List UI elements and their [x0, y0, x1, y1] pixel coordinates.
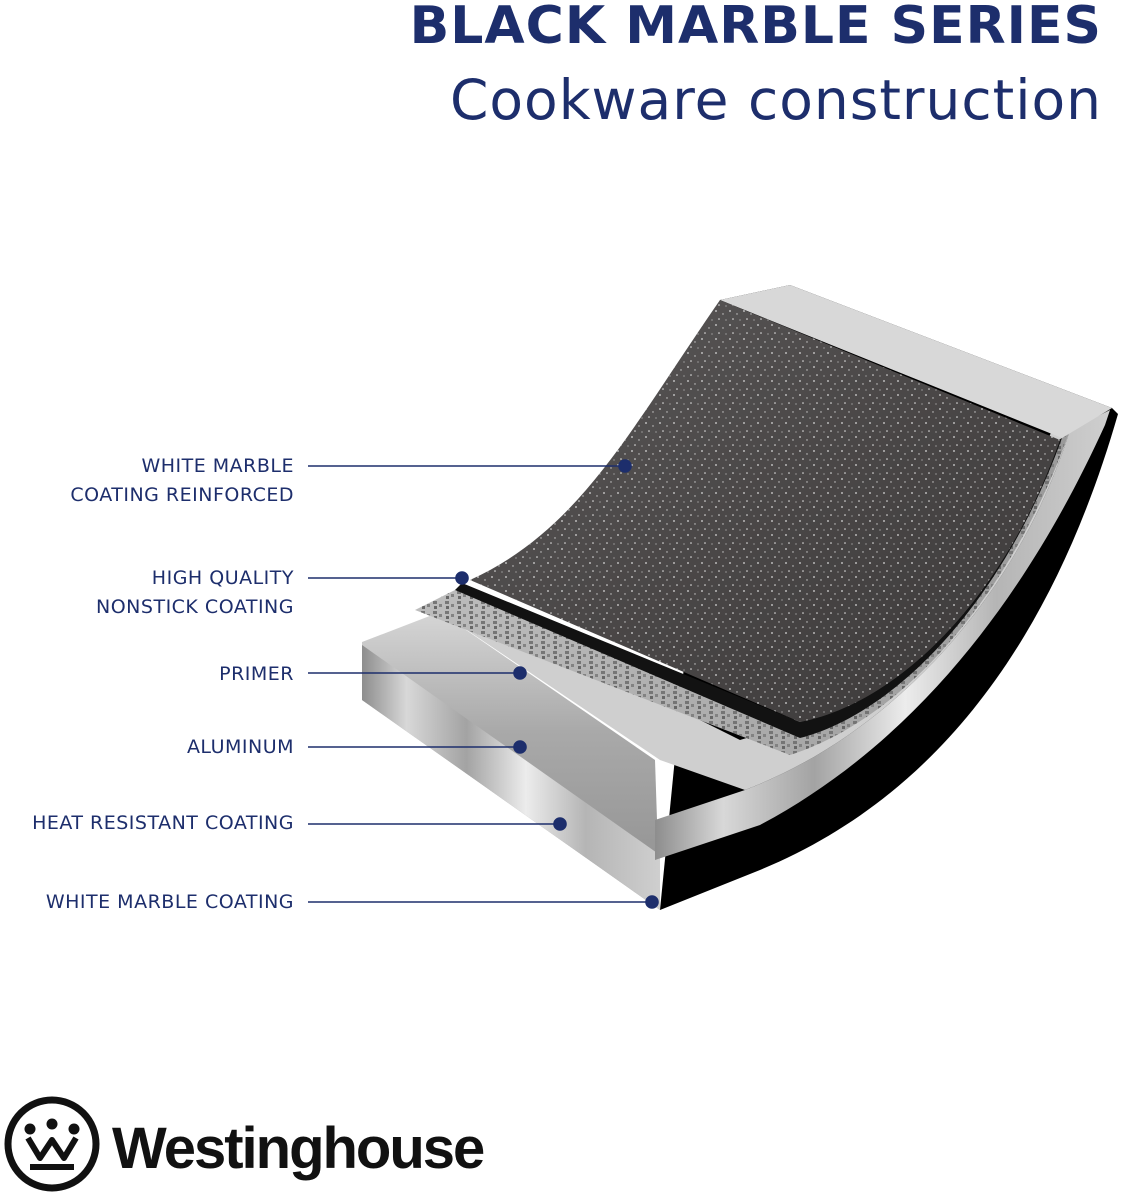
leader-dot-heat-resistant: [553, 817, 567, 831]
leader-dot-white-marble: [645, 895, 659, 909]
label-aluminum: ALUMINUM: [187, 733, 294, 762]
aluminum-top-strip: [440, 410, 1070, 790]
page-title: BLACK MARBLE SERIES: [409, 0, 1102, 56]
leader-dot-nonstick: [455, 571, 469, 585]
label-white-marble-coating: WHITE MARBLE COATING: [46, 888, 294, 917]
label-line: HIGH QUALITY: [151, 567, 294, 589]
label-line: COATING REINFORCED: [70, 484, 294, 506]
top-edge-strip: [720, 285, 1112, 438]
label-high-quality-nonstick-coating: HIGH QUALITY NONSTICK COATING: [96, 564, 294, 622]
leader-dot-white-marble-reinforced: [618, 459, 632, 473]
label-line: ALUMINUM: [186, 736, 294, 758]
westinghouse-w-logo-icon: [4, 1096, 100, 1192]
label-primer: PRIMER: [219, 660, 294, 689]
label-line: HEAT RESISTANT COATING: [32, 812, 294, 834]
leader-dot-primer: [513, 666, 527, 680]
leader-dot-aluminum: [513, 740, 527, 754]
aluminum-front-face: [362, 645, 660, 910]
label-line: WHITE MARBLE COATING: [45, 891, 294, 913]
page-subtitle: Cookware construction: [450, 68, 1102, 132]
label-line: WHITE MARBLE: [141, 455, 294, 477]
label-line: PRIMER: [219, 663, 294, 685]
label-line: NONSTICK COATING: [96, 596, 294, 618]
brand-wordmark: Westinghouse: [112, 1116, 485, 1181]
marble-speckles: [470, 300, 1060, 722]
label-white-marble-coating-reinforced: WHITE MARBLE COATING REINFORCED: [70, 452, 294, 510]
aluminum-curved-wall: [655, 410, 1110, 860]
leader-lines: [308, 459, 659, 909]
label-heat-resistant-coating: HEAT RESISTANT COATING: [32, 809, 294, 838]
